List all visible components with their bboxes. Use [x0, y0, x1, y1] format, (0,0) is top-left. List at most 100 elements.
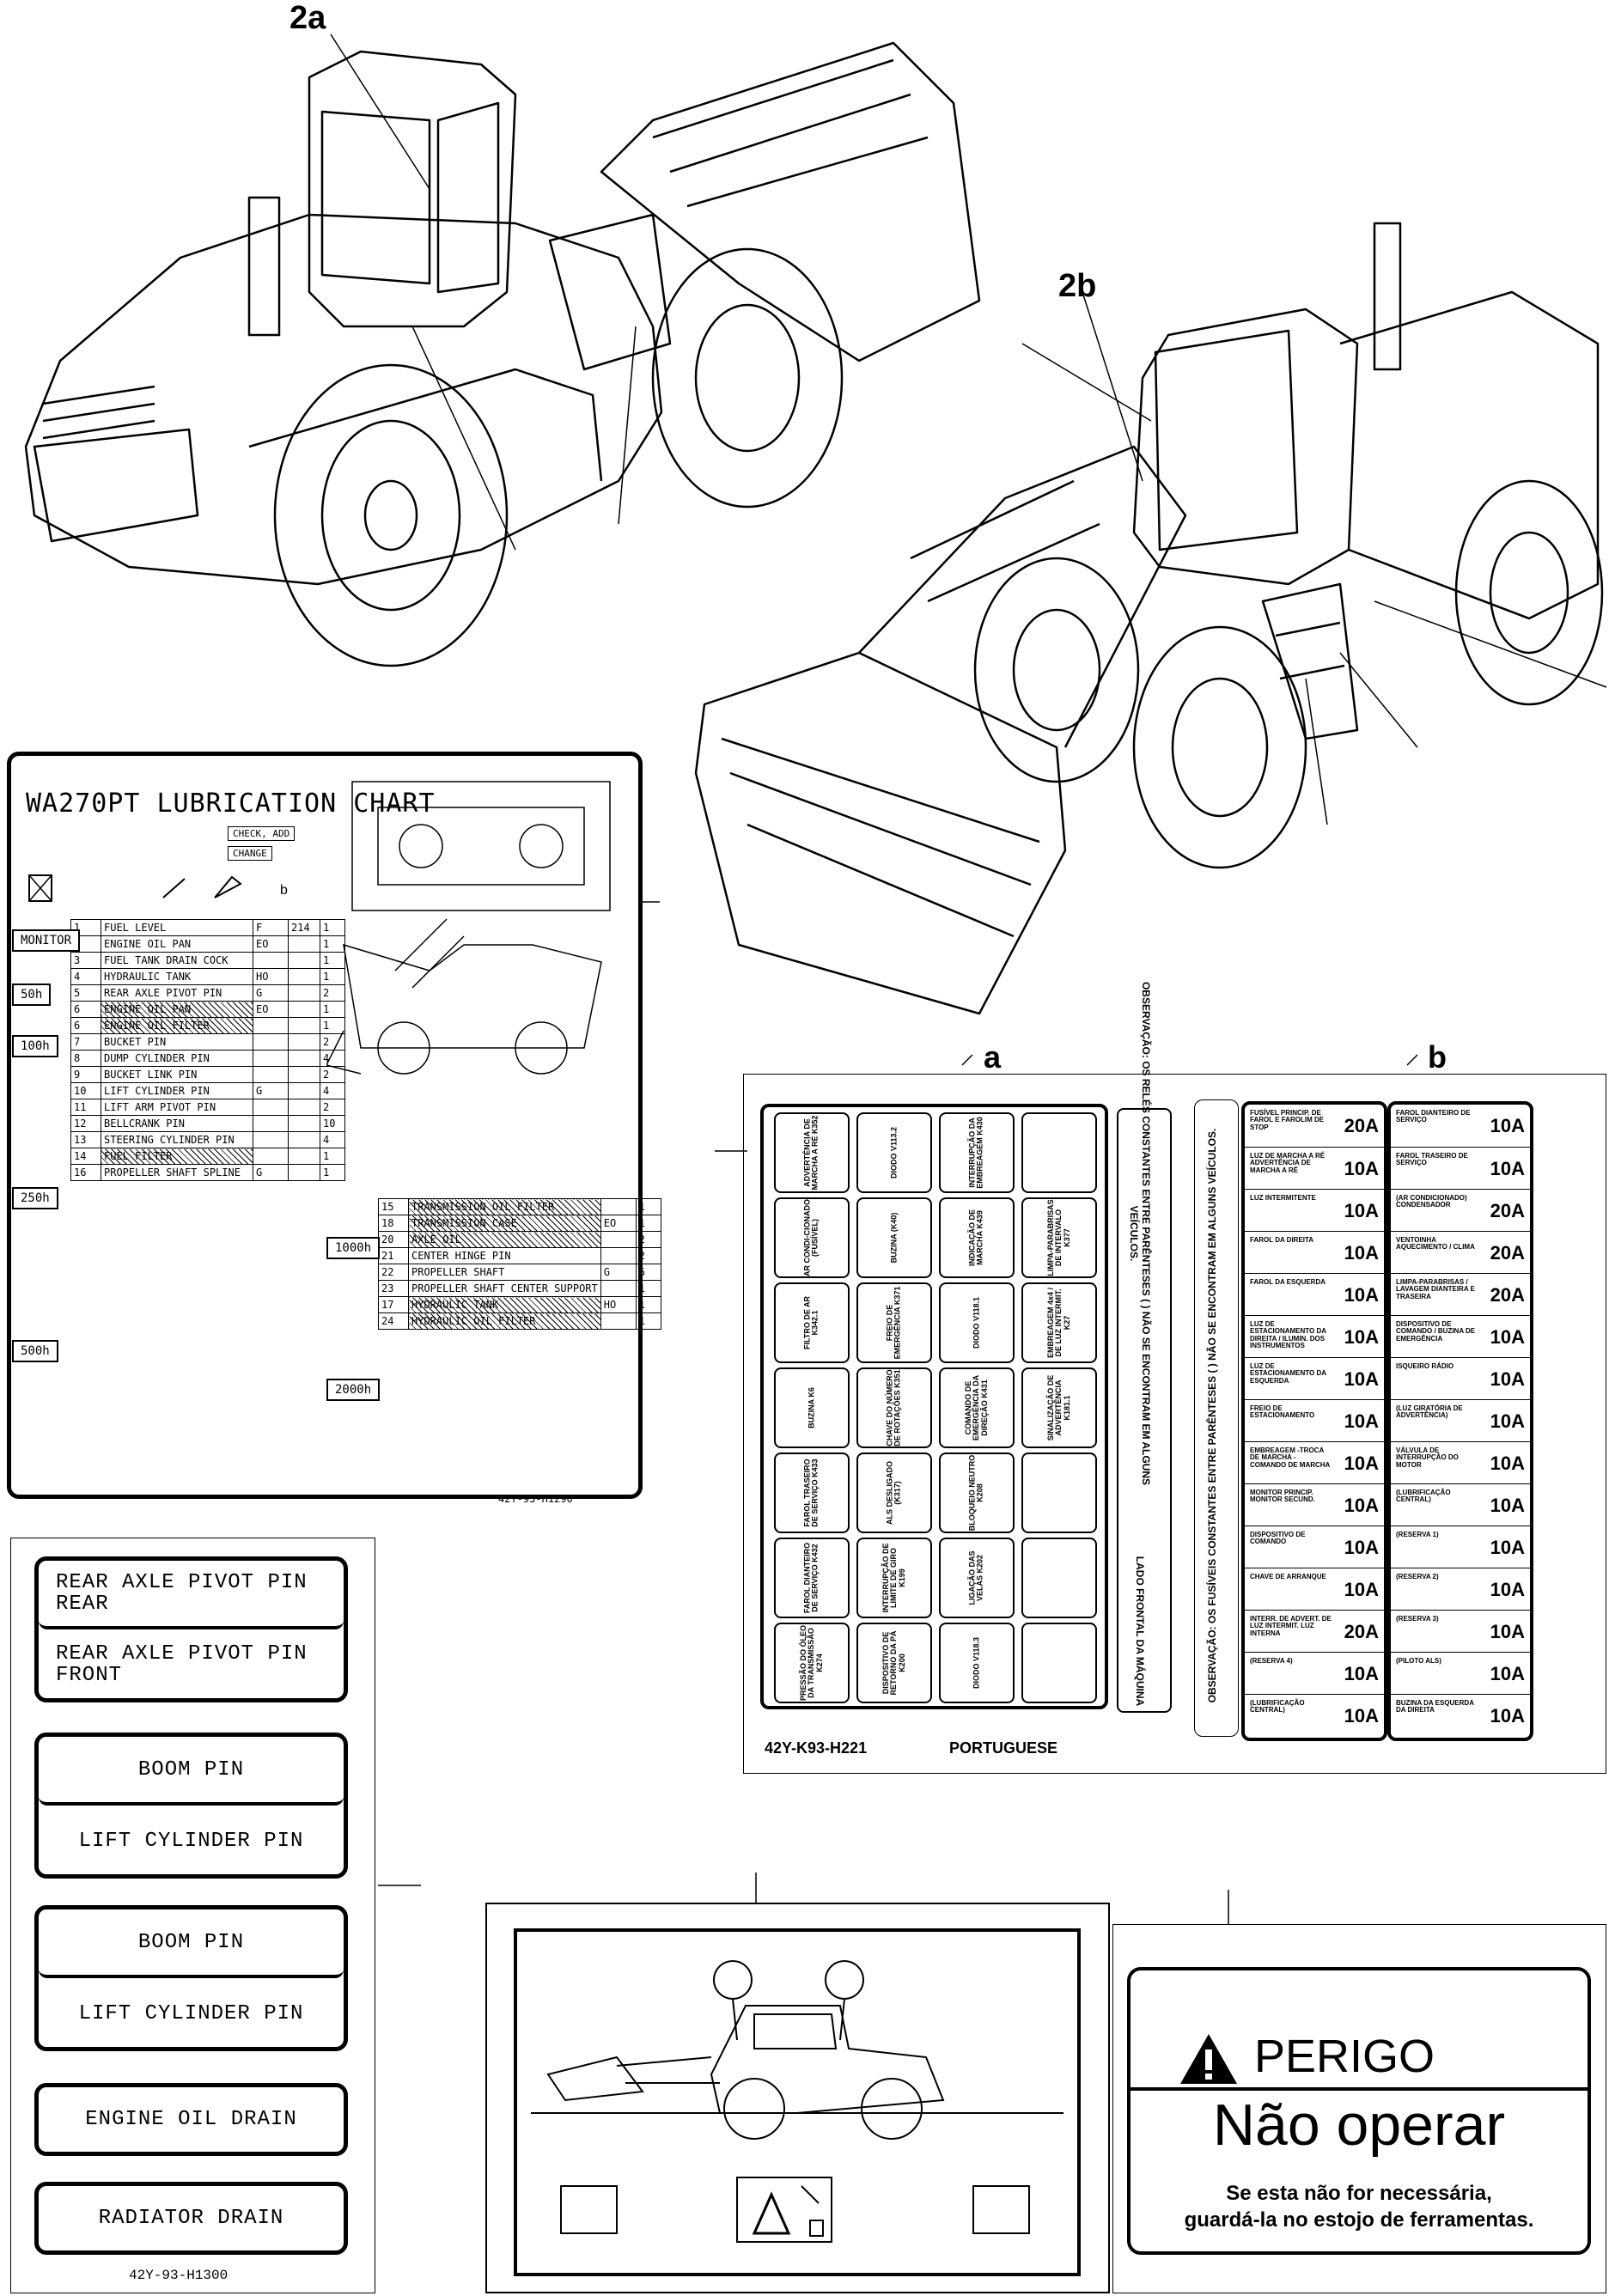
fuse-label: LIMPA-PARABRISAS / LAVAGEM DIANTEIRA E T…: [1396, 1278, 1475, 1300]
fuse-label: LUZ INTERMITENTE: [1250, 1194, 1316, 1202]
fuse-amperage: 10A: [1490, 1621, 1525, 1642]
fuse-amperage: 10A: [1344, 1453, 1379, 1474]
interval-100h: 100h: [12, 1035, 58, 1057]
fuse-amperage: 20A: [1344, 1115, 1379, 1136]
danger-sub-line-1: Se esta não for necessária,: [1226, 2182, 1492, 2205]
relay-label: INTERRUPÇÃO DE LIMITE DE GIRO K199: [881, 1543, 906, 1613]
relay-label: DISPOSITIVO DE RETORNO DA PÁ K200: [881, 1630, 906, 1696]
wheel-loader-rear-view: [24, 41, 981, 667]
fuse-row: (LUBRIFICAÇÃO CENTRAL) 10A: [1391, 1483, 1530, 1526]
lubrication-cell-oil: [600, 1280, 637, 1297]
relay-cell: INDICAÇÃO DE MARCHA K439: [939, 1197, 1015, 1278]
lubrication-cell-item: PROPELLER SHAFT SPLINE: [101, 1164, 253, 1181]
relay-cell: LIGAÇÃO DAS VELAS K202: [939, 1538, 1015, 1618]
fuse-amperage: 20A: [1490, 1242, 1525, 1264]
fuse-row: (LUBRIFICAÇÃO CENTRAL)10A: [1245, 1694, 1384, 1736]
interval-250h: 250h: [12, 1187, 58, 1209]
relay-label: DIODO V113.2: [889, 1126, 899, 1179]
fuse-amperage: 20A: [1344, 1621, 1379, 1642]
fuse-b-observation-note: OBSERVAÇÃO: OS FUSÍVEIS CONSTANTES ENTRE…: [1206, 1128, 1218, 1703]
relay-cell: BUZINA K6: [774, 1367, 850, 1448]
fuse-row: (RESERVA 1)10A: [1391, 1526, 1530, 1568]
lubrication-cell-no: 18: [378, 1215, 409, 1232]
lubrication-cell-item: LIFT CYLINDER PIN: [101, 1082, 253, 1099]
relay-label: BLOQUEIO NEUTRO K208: [967, 1454, 984, 1532]
relay-label: FAROL TRASEIRO DE SERVIÇO K433: [802, 1459, 820, 1527]
danger-tag-panel: [1112, 1924, 1606, 2293]
fuse-label: FUSÍVEL PRINCIP. DE FAROL E FAROLIM DE S…: [1250, 1109, 1325, 1131]
fuse-row: LIMPA-PARABRISAS / LAVAGEM DIANTEIRA E T…: [1391, 1273, 1530, 1315]
relay-label: FAROL DIANTEIRO DE SERVIÇO K432: [802, 1542, 820, 1614]
fuse-row: (RESERVA 2)10A: [1391, 1568, 1530, 1610]
fuse-row: (PILOTO ALS)10A: [1391, 1652, 1530, 1694]
fuse-label: DISPOSITIVO DE COMANDO / BUZINA DE EMERG…: [1396, 1320, 1476, 1343]
lubrication-table-left-icons: b: [26, 872, 326, 910]
fuse-amperage: 10A: [1344, 1579, 1379, 1600]
label-group-boom-2: BOOM PIN LIFT CYLINDER PIN: [34, 1905, 348, 2051]
lubrication-cell-item: ENGINE OIL PAN: [101, 935, 253, 953]
fuse-amperage: 10A: [1490, 1495, 1525, 1516]
fuse-row: LUZ INTERMITENTE 10A: [1245, 1189, 1384, 1231]
relay-label: INTERRUPÇÃO DA EMBREAGEM K430: [967, 1117, 984, 1189]
fuse-label: MONITOR PRINCIP. MONITOR SECUND.: [1250, 1489, 1315, 1504]
danger-sub-text: Se esta não for necessária, guardá-la no…: [1127, 2180, 1591, 2233]
fuse-front-note: LADO FRONTAL DA MÁQUINA: [1134, 1556, 1146, 1707]
lubrication-cell-item: FUEL LEVEL: [101, 919, 253, 936]
fuse-row: MONITOR PRINCIP. MONITOR SECUND. 10A: [1245, 1483, 1384, 1526]
relay-label: FREIO DE EMERGÊNCIA K371: [885, 1286, 902, 1360]
fuse-label: LUZ DE ESTACIONAMENTO DA DIREITA / ILUMI…: [1250, 1320, 1326, 1350]
fuse-amperage: 20A: [1490, 1284, 1525, 1306]
fuse-amperage: 10A: [1344, 1200, 1379, 1221]
relay-cell: AR CONDI-CIONADO (FUSÍVEL): [774, 1197, 850, 1278]
fuse-label: INTERR. DE ADVERT. DE LUZ INTERMIT. LUZ …: [1250, 1615, 1332, 1637]
relay-cell: INTERRUPÇÃO DE LIMITE DE GIRO K199: [856, 1538, 932, 1618]
fuse-amperage: 10A: [1344, 1495, 1379, 1516]
lubrication-cell-oil: G: [253, 1164, 289, 1181]
lubrication-cell-no: 6: [70, 1001, 101, 1018]
label-sticker-panel: [10, 1538, 375, 2293]
fuse-amperage: 20A: [1490, 1200, 1525, 1221]
lubrication-cell-no: 23: [378, 1280, 409, 1297]
fuse-label: FAROL TRASEIRO DE SERVIÇO: [1396, 1152, 1468, 1167]
fuse-amperage: 10A: [1344, 1368, 1379, 1390]
label-engine-oil-drain: ENGINE OIL DRAIN: [85, 2108, 297, 2131]
fuse-label: (RESERVA 4): [1250, 1657, 1293, 1665]
fuse-row: INTERR. DE ADVERT. DE LUZ INTERMIT. LUZ …: [1245, 1610, 1384, 1652]
label-lift-cylinder-pin-2: LIFT CYLINDER PIN: [78, 2001, 304, 2025]
relay-cell: ADVERTÊNCIA DE MARCHA A RÉ K352: [774, 1112, 850, 1193]
relay-cell: LIMPA-PARABRISAS DE INTERVALO K377: [1021, 1197, 1097, 1278]
fuse-row: FUSÍVEL PRINCIP. DE FAROL E FAROLIM DE S…: [1245, 1105, 1384, 1146]
lubrication-cell-item: BELLCRANK PIN: [101, 1115, 253, 1132]
fuse-grid-b-left: FUSÍVEL PRINCIP. DE FAROL E FAROLIM DE S…: [1241, 1101, 1387, 1741]
lubrication-cell-oil: [253, 1099, 289, 1116]
relay-cell: CHAVE DO NÚMERO DE ROTAÇÕES K351: [856, 1367, 932, 1448]
relay-label: CHAVE DO NÚMERO DE ROTAÇÕES K351: [885, 1369, 902, 1446]
fuse-label: (LUBRIFICAÇÃO CENTRAL): [1396, 1489, 1451, 1504]
lubrication-cell-item: AXLE OIL: [408, 1231, 601, 1248]
label-sticker-code: 42Y-93-H1300: [129, 2268, 229, 2283]
danger-tag: [1127, 1967, 1591, 2255]
lubrication-cell-qty: 1: [635, 1215, 661, 1232]
relay-label: BUZINA K6: [807, 1387, 816, 1428]
fuse-row: (RESERVA 3)10A: [1391, 1610, 1530, 1652]
fuse-grid-a: ADVERTÊNCIA DE MARCHA A RÉ K352 DIODO V11…: [760, 1104, 1108, 1709]
lubrication-cell-oil: [253, 1050, 289, 1067]
lubrication-cell-pts: [288, 1131, 320, 1148]
fuse-row: (LUZ GIRATÓRIA DE ADVERTÊNCIA)10A: [1391, 1399, 1530, 1441]
lubrication-cell-oil: [253, 1115, 289, 1132]
fuse-row: LUZ DE MARCHA A RÉ ADVERTÊNCIA DE MARCHA…: [1245, 1147, 1384, 1189]
danger-divider: [1127, 2087, 1591, 2091]
lubrication-cell-oil: F: [253, 919, 289, 936]
relay-cell: DISPOSITIVO DE RETORNO DA PÁ K200: [856, 1623, 932, 1703]
relay-label: BUZINA (K40): [889, 1212, 899, 1264]
lubrication-cell-item: PROPELLER SHAFT CENTER SUPPORT: [408, 1280, 601, 1297]
fuse-row: DISPOSITIVO DE COMANDO / BUZINA DE EMERG…: [1391, 1315, 1530, 1357]
